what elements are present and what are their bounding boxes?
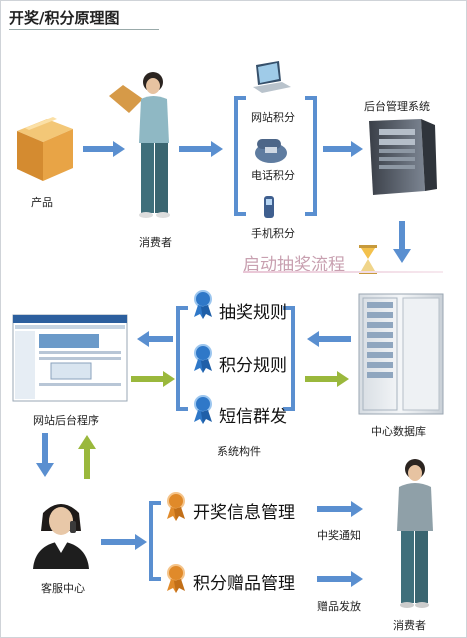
ribbon-badge-icon	[167, 564, 185, 593]
components-bracket-right	[283, 306, 295, 411]
services-bracket-left	[149, 501, 161, 581]
channel-label-phone: 电话积分	[251, 169, 295, 182]
laptop-icon	[253, 61, 291, 93]
service-agent-icon	[33, 504, 89, 569]
telephone-icon	[255, 139, 287, 163]
arrow-components-to-web	[137, 331, 173, 347]
component-label-sms-broadcast: 短信群发	[219, 407, 287, 427]
channel-bracket-right	[305, 96, 317, 216]
arrow-components-to-database	[305, 371, 349, 387]
product-label: 产品	[31, 196, 53, 209]
arrow-channels-to-backend	[323, 141, 363, 157]
arrow-winning-notice	[317, 501, 363, 517]
components-caption: 系统构件	[217, 445, 261, 458]
flow-title: 启动抽奖流程	[243, 255, 345, 275]
backend-label: 后台管理系统	[364, 100, 430, 113]
notice-label-winning: 中奖通知	[317, 529, 361, 542]
arrow-web-to-components	[131, 371, 175, 387]
service-center-label: 客服中心	[41, 582, 85, 595]
arrow-web-to-service	[36, 433, 54, 477]
components-bracket-left	[176, 306, 188, 411]
product-box-icon	[17, 117, 73, 181]
server-icon	[369, 119, 437, 195]
consumer-bottom-label: 消费者	[393, 619, 426, 632]
channel-bracket-left	[234, 96, 246, 216]
arrow-product-to-consumer	[83, 141, 125, 157]
ribbon-badge-icon	[194, 344, 212, 373]
web-program-label: 网站后台程序	[33, 414, 99, 427]
flow-title-underline	[243, 271, 443, 273]
hourglass-icon	[359, 245, 377, 274]
title-underline	[9, 29, 159, 30]
arrow-database-to-components	[307, 331, 351, 347]
arrow-consumer-to-channels	[179, 141, 223, 157]
service-label-lottery-info: 开奖信息管理	[193, 503, 295, 523]
notice-label-gift: 赠品发放	[317, 600, 361, 613]
database-label: 中心数据库	[371, 425, 426, 438]
arrow-service-to-services	[101, 534, 147, 550]
arrow-service-to-web	[78, 435, 96, 479]
service-label-gift-points: 积分赠品管理	[193, 574, 295, 594]
consumer-label: 消费者	[139, 236, 172, 249]
component-label-points-rules: 积分规则	[219, 356, 287, 376]
website-screenshot-icon	[12, 314, 128, 402]
consumer-figure-icon	[109, 72, 170, 218]
consumer-figure-icon	[397, 459, 433, 608]
ribbon-badge-icon	[167, 492, 185, 521]
database-cabinet-icon	[358, 293, 444, 415]
mobile-phone-icon	[264, 196, 274, 218]
component-label-lottery-rules: 抽奖规则	[219, 303, 287, 323]
arrow-backend-down	[393, 221, 411, 263]
channel-label-web: 网站积分	[251, 111, 295, 124]
page-title: 开奖/积分原理图	[9, 9, 120, 27]
arrow-gift-delivery	[317, 571, 363, 587]
ribbon-badge-icon	[194, 395, 212, 424]
ribbon-badge-icon	[194, 290, 212, 319]
channel-label-mobile: 手机积分	[251, 227, 295, 240]
